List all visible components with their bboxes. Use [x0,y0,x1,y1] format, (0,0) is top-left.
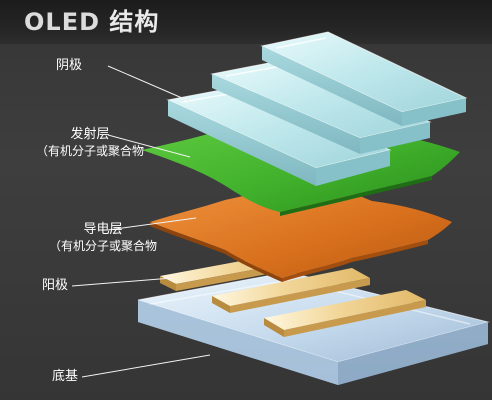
leader-line-anode [71,277,173,287]
emissive-label: 发射层 [70,127,110,142]
leader-line-cathode [107,65,197,105]
substrate-label: 底基 [52,369,79,384]
cathode-strip [166,85,392,186]
conductive-label: 导电层 [83,222,123,237]
leader-line-substrate [81,354,211,378]
leader-line-conductive [107,217,197,231]
title-latin: OLED [24,8,101,36]
anode-strip [212,268,370,313]
cathode-strip [210,59,432,154]
cathode-strip [260,31,468,126]
leader-line-emissive [107,134,191,158]
figure-title: OLED 结构 [24,6,159,38]
emissive-label-block: 发射层 （有机分子或聚合物 [20,126,160,160]
emissive-sublabel: （有机分子或聚合物 [35,144,144,158]
title-cjk: 结构 [109,8,160,36]
conductive-sublabel: （有机分子或聚合物 [48,239,157,253]
anode-strips [160,250,426,337]
conductive-label-block: 导电层 （有机分子或聚合物 [28,221,178,255]
conductive-layer [150,178,452,282]
cathode-strips [166,31,468,186]
anode-label: 阳极 [42,278,69,293]
title-bar: OLED 结构 [0,0,492,44]
cathode-label: 阴极 [56,58,83,73]
anode-strip [264,290,426,337]
leader-lines [71,65,211,378]
